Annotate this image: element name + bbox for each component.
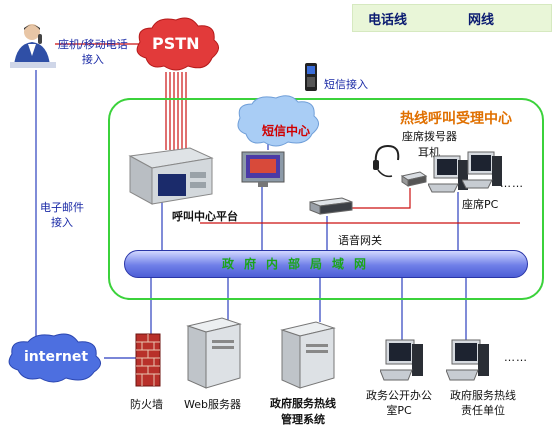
lan-bus — [124, 250, 528, 278]
caller-person-icon — [10, 24, 56, 68]
pstn-label: PSTN — [152, 34, 200, 53]
phone-lines-pstn — [165, 72, 187, 150]
agent-dialer-icon — [400, 171, 428, 187]
center-title: 热线呼叫受理中心 — [400, 111, 512, 127]
hotline-center-boundary — [108, 98, 544, 300]
firewall-label: 防火墙 — [130, 398, 163, 411]
agent-pc-2-icon — [462, 151, 502, 189]
mgmt-server-icon — [280, 321, 336, 389]
agent-dialer-label: 座席拨号器 — [402, 130, 457, 143]
call-center-server-icon — [128, 147, 214, 205]
office-pc-label: 政务公开办公 室PC — [366, 389, 432, 417]
sms-server-icon — [241, 151, 285, 187]
office-pc-icon — [380, 339, 423, 381]
voice-gateway-label: 语音网关 — [338, 234, 382, 247]
phone-line-gateway-dialer — [345, 188, 411, 209]
hotline-unit-pc-icon — [446, 339, 489, 381]
sms-access-label: 短信接入 — [324, 78, 368, 91]
pstn-cloud — [136, 17, 219, 71]
mobile-phone-icon — [305, 63, 317, 91]
ellipsis-top: …… — [500, 177, 524, 190]
voice-gateway-icon — [309, 197, 353, 215]
legend-phone-label: 电话线 — [368, 13, 408, 28]
sms-center-label: 短信中心 — [262, 124, 311, 138]
email-access-label: 电子邮件 接入 — [40, 201, 84, 229]
lan-bus-label: 政府内部局域网 — [222, 257, 377, 271]
internet-cloud — [8, 333, 101, 383]
ellipsis-bottom: …… — [504, 351, 528, 364]
fixed-mobile-access-label: 座机/移动电话 接入 — [58, 38, 128, 66]
web-server-label: Web服务器 — [184, 398, 241, 411]
web-server-icon — [186, 317, 242, 389]
agent-pc-icon — [428, 155, 468, 193]
agent-pc-label: 座席PC — [462, 198, 499, 211]
internet-label: internet — [24, 349, 89, 365]
sms-center-cloud — [237, 95, 319, 147]
headset-icon — [373, 144, 400, 178]
legend-network-label: 网线 — [468, 13, 495, 28]
mgmt-system-label: 政府服务热线 管理系统 — [270, 397, 336, 426]
hotline-unit-label: 政府服务热线 责任单位 — [450, 389, 516, 417]
call-center-platform-label: 呼叫中心平台 — [172, 210, 238, 223]
firewall-icon — [135, 333, 161, 387]
legend-box — [352, 4, 552, 32]
